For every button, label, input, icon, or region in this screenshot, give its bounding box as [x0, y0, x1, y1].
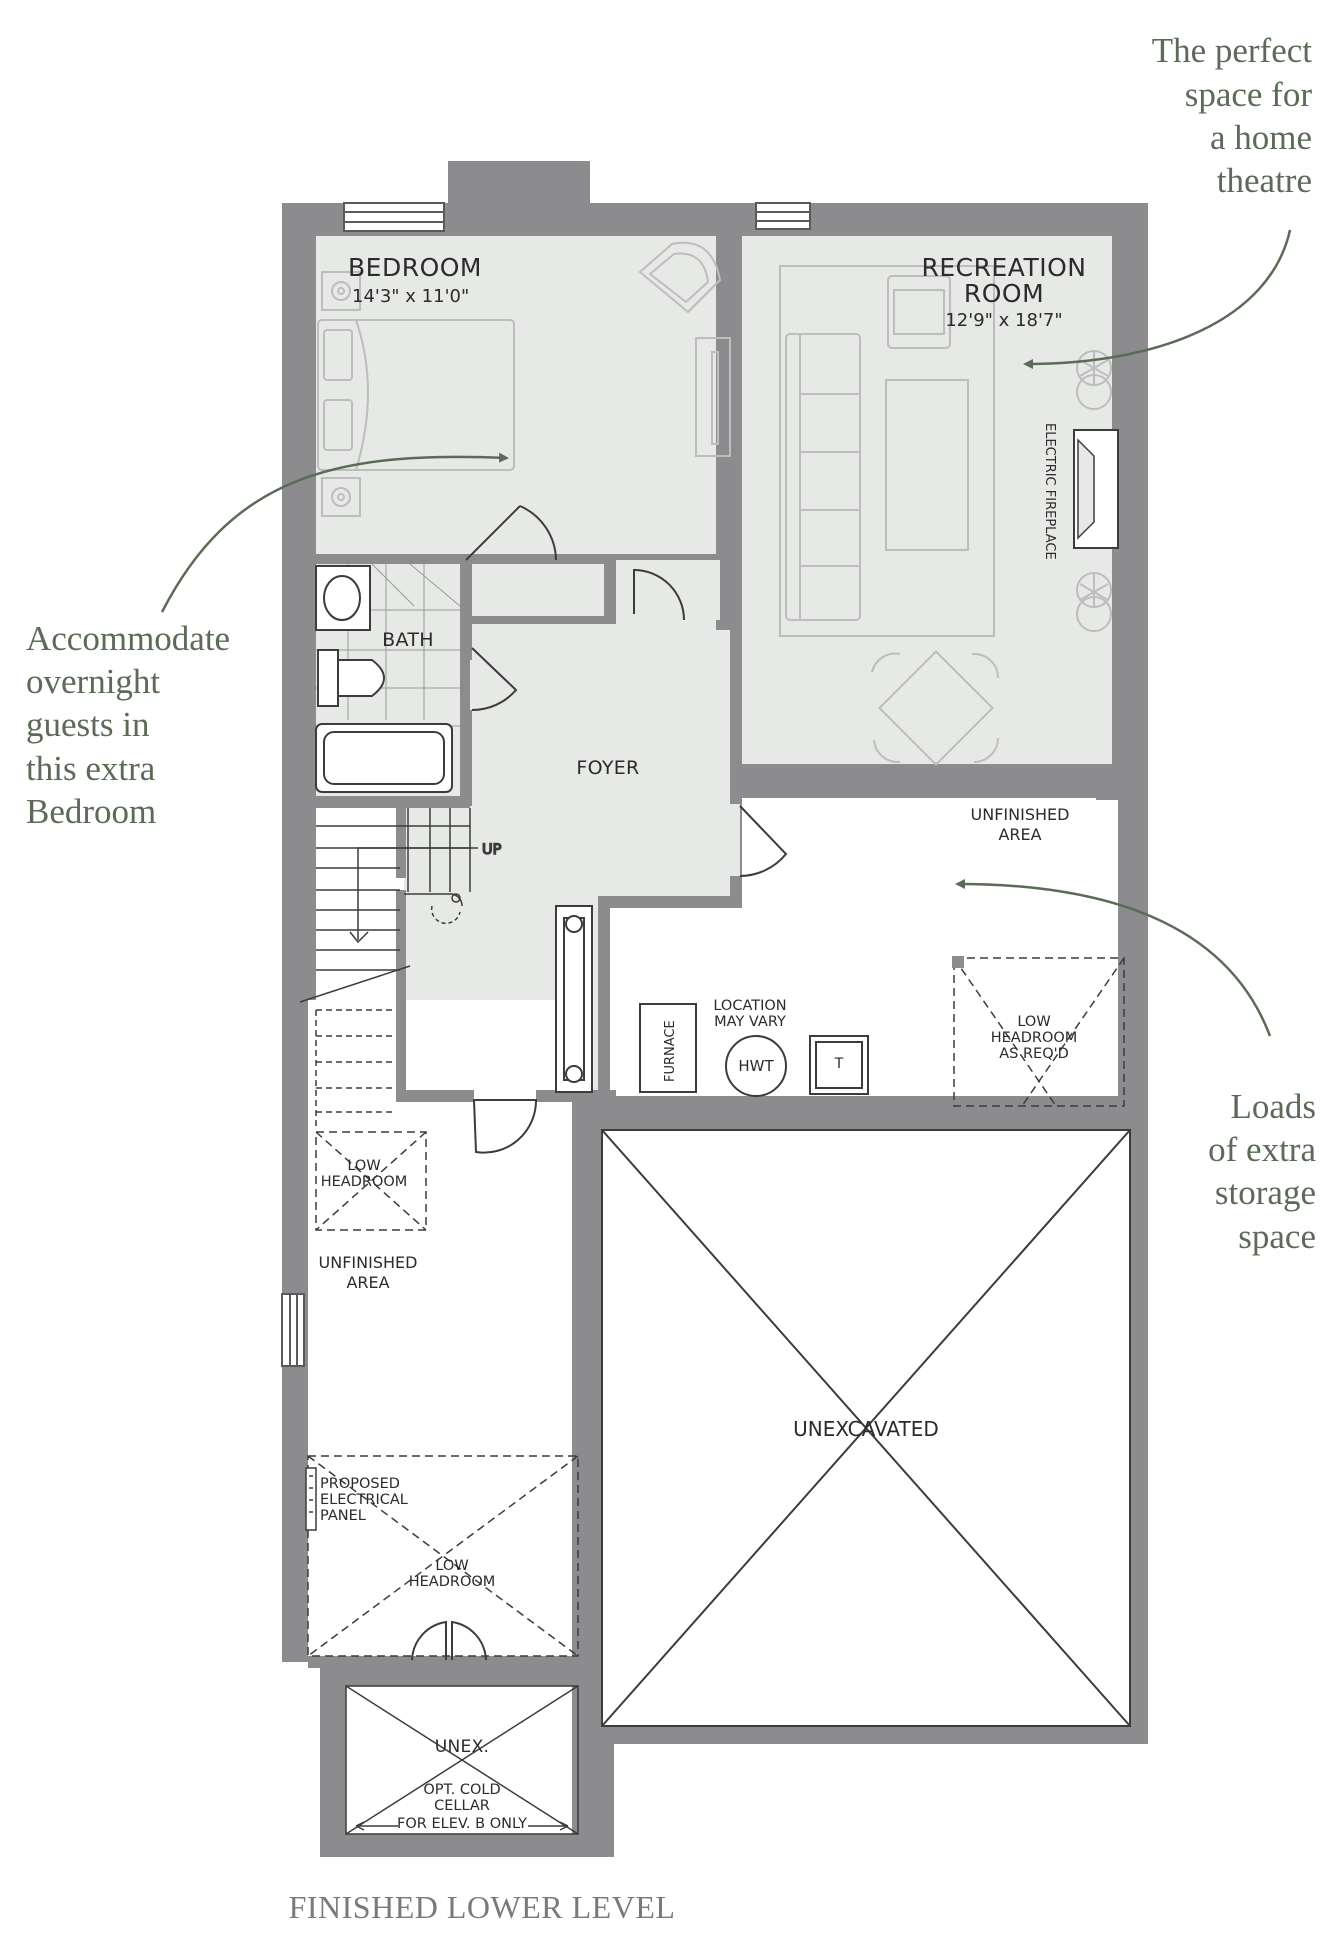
coffee-table — [885, 379, 969, 551]
low-headroom-bottom-2: HEADROOM — [409, 1574, 496, 1590]
stairs-up-label: UP — [482, 842, 502, 858]
note-storage-3: storage — [1215, 1173, 1316, 1212]
note-theatre-2: space for — [1185, 75, 1313, 114]
rec-armchair — [887, 275, 951, 349]
stairs: UP — [299, 808, 502, 1003]
unfinished-left-1: UNFINISHED — [319, 1253, 418, 1272]
bath-fixtures — [315, 563, 461, 793]
bedroom-furniture — [317, 241, 731, 517]
note-storage-2: of extra — [1208, 1130, 1316, 1169]
foyer-name: FOYER — [576, 757, 639, 779]
electrical-panel-3: PANEL — [320, 1508, 366, 1524]
recreation-furniture — [779, 265, 1112, 766]
annotation-storage: Loads of extra storage space — [1208, 1087, 1316, 1256]
post — [952, 956, 964, 968]
cold-cellar-2: CELLAR — [434, 1798, 490, 1814]
bedroom-dims: 14'3" x 11'0" — [352, 286, 469, 307]
low-headroom-right-1: LOW — [1017, 1014, 1050, 1030]
room-labels: BEDROOM 14'3" x 11'0" RECREATION ROOM 12… — [319, 253, 1087, 1757]
note-theatre-1: The perfect — [1152, 31, 1313, 70]
cold-cellar-marks — [345, 1685, 579, 1835]
stairs-lower — [315, 1009, 396, 1130]
t-label: T — [834, 1056, 844, 1072]
doors — [411, 505, 788, 1661]
fireplace-label: ELECTRIC FIREPLACE — [1042, 423, 1057, 560]
arrow-home-theatre — [1023, 229, 1292, 369]
arrow-storage — [955, 879, 1272, 1037]
bedroom-name: BEDROOM — [348, 253, 482, 282]
annotation-home-theatre: The perfect space for a home theatre — [1152, 31, 1313, 200]
low-headroom-bottom-1: LOW — [435, 1558, 468, 1574]
electric-fireplace: ELECTRIC FIREPLACE — [1042, 423, 1119, 560]
nightstand-top — [321, 271, 361, 311]
electrical-panel-1: PROPOSED — [320, 1476, 400, 1492]
location-label-1: LOCATION — [713, 998, 786, 1014]
floor-caption: FINISHED LOWER LEVEL — [289, 1889, 676, 1925]
plant-top — [1076, 350, 1112, 410]
note-storage-4: space — [1238, 1217, 1316, 1256]
arrow-guest-bedroom — [160, 452, 509, 613]
electrical-panel-2: ELECTRICAL — [320, 1492, 408, 1508]
recreation-name-2: ROOM — [964, 279, 1044, 308]
hot-water-tank — [725, 1035, 787, 1097]
hwt-label: HWT — [738, 1057, 774, 1075]
interior-walls — [308, 236, 1148, 1848]
location-label-2: MAY VARY — [714, 1014, 786, 1030]
note-guest-3: guests in — [26, 705, 149, 744]
unex-name: UNEX. — [435, 1737, 489, 1757]
electrical-panel — [305, 1467, 317, 1531]
note-theatre-4: theatre — [1217, 161, 1312, 200]
bed — [317, 319, 515, 471]
recreation-name-1: RECREATION — [922, 253, 1087, 282]
low-headroom-zones — [307, 957, 1125, 1657]
windows — [281, 202, 811, 1367]
dining-table — [871, 650, 1000, 766]
unfinished-right-1: UNFINISHED — [971, 805, 1070, 824]
cold-cellar-1: OPT. COLD — [423, 1782, 500, 1798]
note-guest-4: this extra — [26, 749, 156, 788]
mechanical — [555, 905, 869, 1097]
nightstand-bottom — [321, 477, 361, 517]
annotation-arrows — [160, 229, 1292, 1037]
low-headroom-right-2: HEADROOM — [991, 1030, 1078, 1046]
cold-cellar-3: FOR ELEV. B ONLY — [397, 1816, 527, 1832]
plant-bottom — [1076, 572, 1112, 632]
armchair — [638, 241, 722, 314]
unfinished-right-2: AREA — [998, 825, 1041, 844]
furnace-label: FURNACE — [663, 1020, 678, 1082]
toilet — [317, 649, 339, 707]
finished-floor — [316, 236, 1112, 1098]
bath-name: BATH — [382, 629, 434, 651]
note-theatre-3: a home — [1210, 118, 1312, 157]
note-guest-5: Bedroom — [26, 792, 156, 831]
low-headroom-stairs-1: LOW — [347, 1158, 380, 1174]
low-headroom-stairs-2: HEADROOM — [321, 1174, 408, 1190]
note-guest-2: overnight — [26, 662, 160, 701]
low-headroom-right-3: AS REQ'D — [999, 1046, 1069, 1062]
unexcavated-marks — [601, 1129, 1131, 1727]
note-guest-1: Accommodate — [26, 619, 230, 658]
furnace — [639, 1003, 697, 1093]
recreation-dims: 12'9" x 18'7" — [945, 310, 1062, 331]
unexcavated-name: UNEXCAVATED — [793, 1417, 939, 1441]
dresser — [695, 337, 731, 457]
note-storage-1: Loads — [1230, 1087, 1316, 1126]
fixture-labels: FURNACE HWT T LOCATION MAY VARY LOW HEAD… — [320, 998, 1077, 1832]
unfinished-left-2: AREA — [346, 1273, 389, 1292]
sofa — [785, 333, 861, 621]
area-rug — [779, 265, 995, 637]
annotation-guest-bedroom: Accommodate overnight guests in this ext… — [26, 619, 230, 831]
